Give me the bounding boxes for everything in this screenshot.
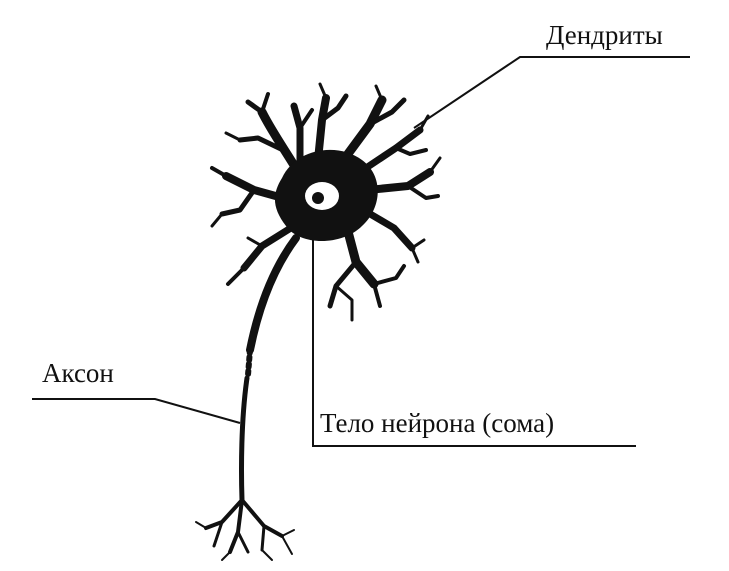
dendrites-drawing — [210, 82, 442, 322]
leader-lines — [32, 56, 690, 447]
leader-soma — [312, 240, 636, 447]
axon-terminals — [195, 498, 295, 561]
label-soma: Тело нейрона (сома) — [320, 408, 555, 438]
label-dendrites: Дендриты — [546, 20, 663, 50]
leader-dendrites — [413, 56, 690, 129]
label-axon: Аксон — [42, 358, 114, 388]
soma-drawing — [274, 149, 378, 241]
axon-drawing — [239, 234, 300, 503]
leader-axon — [32, 398, 241, 424]
